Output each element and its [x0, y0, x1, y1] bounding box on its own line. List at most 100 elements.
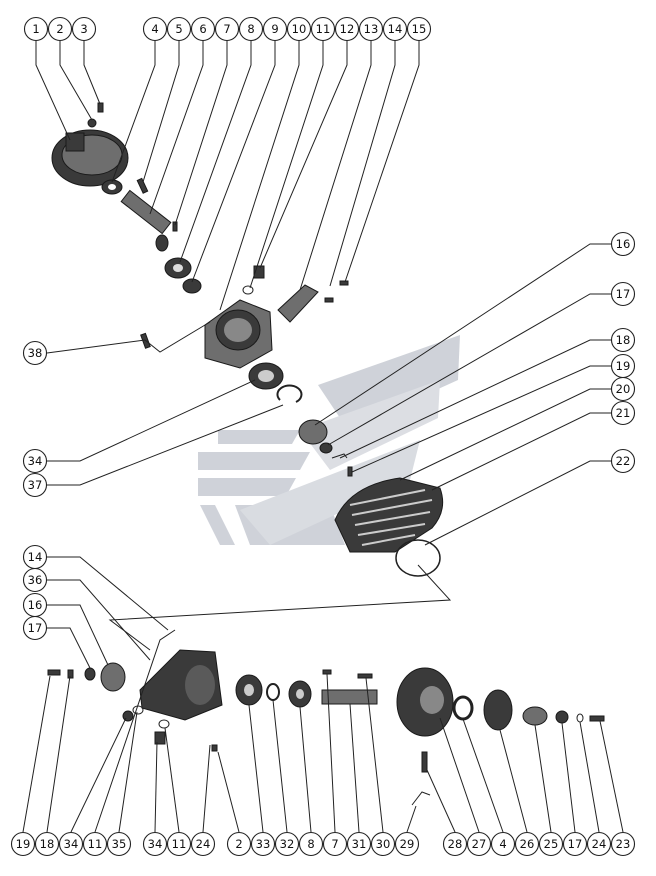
svg-text:32: 32: [280, 837, 295, 851]
svg-text:16: 16: [616, 237, 631, 251]
svg-text:24: 24: [196, 837, 211, 851]
callout-bottom-2: 2: [226, 831, 252, 857]
callout-bottom-11: 11: [82, 831, 108, 857]
svg-text:33: 33: [256, 837, 271, 851]
callout-top-2: 2: [47, 16, 73, 42]
callout-top-9: 9: [262, 16, 288, 42]
callout-bottom-27: 27: [466, 831, 492, 857]
svg-text:37: 37: [28, 478, 43, 492]
callout-right-18: 18: [610, 327, 636, 353]
callout-top-14: 14: [382, 16, 408, 42]
part-17-washer-lower: [555, 710, 569, 724]
callout-left-lower-36: 36: [22, 567, 48, 593]
callout-bottom-28: 28: [442, 831, 468, 857]
svg-text:20: 20: [616, 382, 631, 396]
part-11-oring: [242, 285, 254, 295]
svg-text:26: 26: [520, 837, 535, 851]
part-33-bearing: [235, 674, 263, 706]
part-3-screw: [97, 102, 104, 113]
part-6-shaft: [120, 189, 172, 252]
callout-top-1: 1: [23, 16, 49, 42]
callout-top-8: 8: [238, 16, 264, 42]
callout-top-4: 4: [142, 16, 168, 42]
part-32-ring: [266, 683, 280, 701]
callout-right-16: 16: [610, 231, 636, 257]
callout-right-19: 19: [610, 353, 636, 379]
svg-text:30: 30: [376, 837, 391, 851]
part-lower-16-gear: [100, 662, 126, 692]
callout-bottom-17: 17: [562, 831, 588, 857]
part-34-bearing: [248, 362, 284, 390]
part-4-washer: [101, 179, 123, 195]
part-18-clip: [331, 453, 348, 459]
callout-bottom-33: 33: [250, 831, 276, 857]
part-7-key-lower: [322, 669, 332, 675]
svg-text:19: 19: [616, 359, 631, 373]
svg-text:13: 13: [364, 22, 379, 36]
part-7-pin: [172, 221, 178, 232]
callout-bottom-19: 19: [10, 831, 36, 857]
part-17-seal: [319, 442, 333, 454]
part-lower-24-oring: [158, 719, 170, 729]
svg-text:17: 17: [616, 287, 631, 301]
callout-top-6: 6: [190, 16, 216, 42]
svg-text:27: 27: [472, 837, 487, 851]
svg-text:36: 36: [28, 573, 43, 587]
callout-top-10: 10: [286, 16, 312, 42]
callout-bottom-25: 25: [538, 831, 564, 857]
callout-left-lower-17: 17: [22, 615, 48, 641]
svg-text:34: 34: [148, 837, 163, 851]
svg-text:31: 31: [352, 837, 367, 851]
svg-text:24: 24: [592, 837, 607, 851]
svg-text:15: 15: [412, 22, 427, 36]
part-lower-18-clip: [67, 669, 74, 679]
part-lower-11-plug: [154, 731, 166, 745]
svg-text:14: 14: [388, 22, 403, 36]
svg-text:4: 4: [499, 837, 506, 851]
svg-text:18: 18: [40, 837, 55, 851]
callout-top-7: 7: [214, 16, 240, 42]
part-37-circlip: [276, 384, 303, 403]
part-14-screw: [324, 297, 334, 303]
part-13-bracket: [277, 284, 319, 323]
part-26-cam: [483, 689, 513, 731]
callout-right-20: 20: [610, 376, 636, 402]
part-1-gear: [51, 129, 129, 187]
callout-bottom-7: 7: [322, 831, 348, 857]
part-30-key: [357, 673, 373, 679]
svg-text:14: 14: [28, 550, 43, 564]
svg-text:25: 25: [544, 837, 559, 851]
callout-bottom-23: 23: [610, 831, 636, 857]
callout-bottom-34: 34: [142, 831, 168, 857]
callout-top-5: 5: [166, 16, 192, 42]
part-22-oring: [395, 539, 441, 577]
svg-text:16: 16: [28, 598, 43, 612]
svg-text:18: 18: [616, 333, 631, 347]
watermark-logo: [198, 335, 460, 545]
part-5-pin: [136, 177, 149, 194]
svg-text:29: 29: [400, 837, 415, 851]
part-16-gear: [298, 419, 328, 445]
svg-text:6: 6: [199, 22, 206, 36]
svg-text:3: 3: [80, 22, 87, 36]
callout-bottom-24: 24: [190, 831, 216, 857]
part-12-plug: [253, 265, 265, 279]
lower-housing: [139, 649, 223, 721]
callout-top-11: 11: [310, 16, 336, 42]
callout-bottom-30: 30: [370, 831, 396, 857]
callout-bottom-8: 8: [298, 831, 324, 857]
part-lower-2-screw: [211, 744, 218, 752]
callout-bottom-18: 18: [34, 831, 60, 857]
svg-text:4: 4: [151, 22, 158, 36]
svg-text:34: 34: [28, 454, 43, 468]
svg-text:21: 21: [616, 406, 631, 420]
svg-text:22: 22: [616, 454, 631, 468]
callout-bottom-24: 24: [586, 831, 612, 857]
callout-top-13: 13: [358, 16, 384, 42]
svg-text:10: 10: [292, 22, 307, 36]
callout-bottom-34: 34: [58, 831, 84, 857]
part-lower-19-bolt: [47, 669, 61, 676]
part-10-housing: [204, 299, 273, 369]
part-2-nut: [87, 118, 97, 128]
